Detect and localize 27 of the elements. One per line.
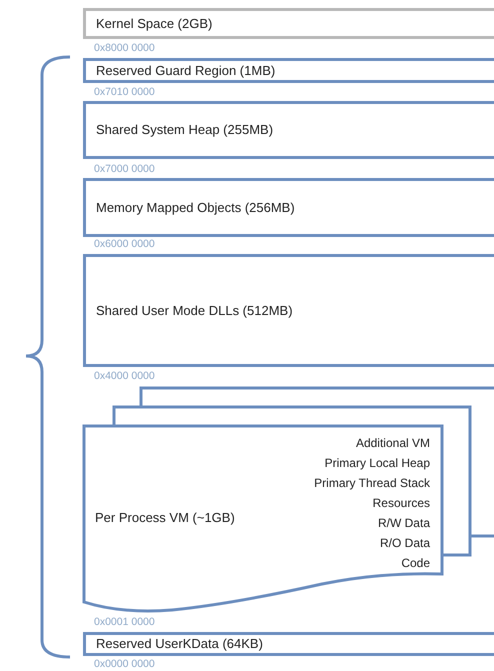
segment-label: Additional VM bbox=[356, 436, 430, 450]
region-label: Reserved UserKData (64KB) bbox=[96, 636, 263, 651]
address-label: 0x0001 0000 bbox=[94, 616, 155, 628]
address-label: 0x7010 0000 bbox=[94, 86, 155, 98]
region-label: Shared User Mode DLLs (512MB) bbox=[96, 302, 293, 318]
address-label: 0x6000 0000 bbox=[94, 238, 155, 250]
memory-region-box bbox=[83, 178, 494, 237]
memory-region-box bbox=[83, 632, 494, 656]
segment-label: Resources bbox=[372, 496, 430, 510]
region-label: Per Process VM (~1GB) bbox=[95, 510, 235, 525]
address-label: 0x7000 0000 bbox=[94, 163, 155, 175]
region-label: Shared System Heap (255MB) bbox=[96, 122, 274, 137]
segment-label: Code bbox=[401, 556, 430, 570]
region-label: Reserved Guard Region (1MB) bbox=[96, 62, 276, 78]
memory-region-box bbox=[83, 254, 494, 367]
region-label: Kernel Space (2GB) bbox=[96, 16, 212, 30]
segment-label: R/W Data bbox=[378, 516, 430, 530]
region-label: Memory Mapped Objects (256MB) bbox=[96, 200, 295, 214]
segment-label: Primary Local Heap bbox=[324, 456, 430, 470]
segment-label: Primary Thread Stack bbox=[314, 476, 430, 490]
memory-region-box bbox=[83, 8, 494, 39]
address-label: 0x4000 0000 bbox=[94, 370, 155, 382]
address-label: 0x0000 0000 bbox=[94, 658, 155, 670]
memory-region-box bbox=[83, 58, 494, 83]
address-label: 0x8000 0000 bbox=[94, 42, 155, 54]
memory-region-box bbox=[83, 101, 494, 159]
segment-label: R/O Data bbox=[380, 536, 430, 550]
